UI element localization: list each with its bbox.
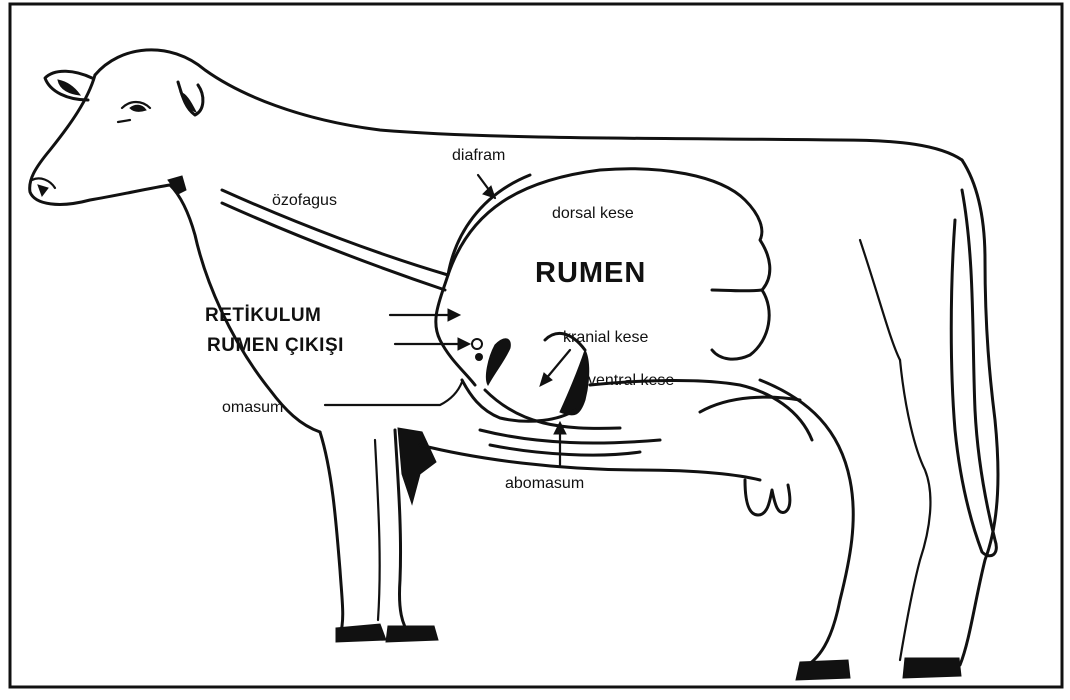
arrow-rumen-cikisi-head (458, 338, 470, 350)
cow-face (30, 75, 170, 204)
omasum-hook (486, 339, 510, 385)
cow-front-leg-outer (320, 432, 343, 635)
arrow-diafram-head (483, 186, 495, 198)
abomasum-outline-low (490, 445, 640, 455)
label-ozofagus: özofagus (272, 192, 337, 209)
label-rumen: RUMEN (535, 257, 646, 289)
cow-hind-leg-back (960, 160, 998, 665)
label-omasum: omasum (222, 399, 283, 416)
cow-front-hoof-right (386, 626, 438, 642)
oesophagus-line-bottom (222, 203, 445, 290)
cow-eye-pupil (130, 105, 146, 111)
diagram-frame (10, 4, 1062, 687)
cow-hind-hoof-left (796, 660, 850, 680)
rumen-exit-opening (472, 339, 482, 349)
cow-belly (420, 445, 760, 480)
label-ventral-kese: ventral kese (588, 372, 674, 389)
label-retikulum: RETİKULUM (205, 305, 321, 326)
cow-hind-leg-contour (900, 360, 930, 660)
arrow-retikulum-head (448, 309, 460, 321)
cow-hind-leg-front (760, 380, 853, 670)
cow-eye-lid (118, 120, 130, 122)
label-kranial-kese: kranial kese (563, 329, 648, 346)
cow-ear-inner (58, 80, 80, 95)
label-abomasum: abomasum (505, 475, 584, 492)
rumen-exit-dot (475, 353, 483, 361)
cow-front-leg-shade (398, 428, 436, 504)
arrow-omasum (325, 382, 462, 405)
diagram-labels: özofagus diafram dorsal kese RUMEN RETİK… (205, 147, 674, 492)
label-dorsal-kese: dorsal kese (552, 205, 634, 222)
abomasum-outline-mid (480, 430, 660, 443)
cow-hind-leg-contour-2 (860, 240, 900, 360)
cow-front-hoof-left (336, 624, 386, 642)
arrow-abomasum-head (554, 422, 566, 434)
cow-front-leg-mid (375, 440, 380, 620)
cow-udder (745, 480, 790, 515)
label-diafram: diafram (452, 147, 505, 164)
reticulum-outline (436, 275, 475, 385)
cow-outline (30, 50, 998, 680)
cow-horn (178, 82, 203, 115)
cow-nostril (38, 185, 48, 196)
cow-hind-hoof-right (903, 658, 961, 678)
rumen-pillar-line (712, 290, 762, 291)
cow-back-line (95, 50, 962, 160)
arrow-kranial-kese (545, 350, 570, 380)
kranial-pillar (560, 350, 589, 415)
label-rumen-cikisi: RUMEN ÇIKIŞI (207, 335, 344, 356)
abomasum-outline-top (485, 390, 620, 428)
